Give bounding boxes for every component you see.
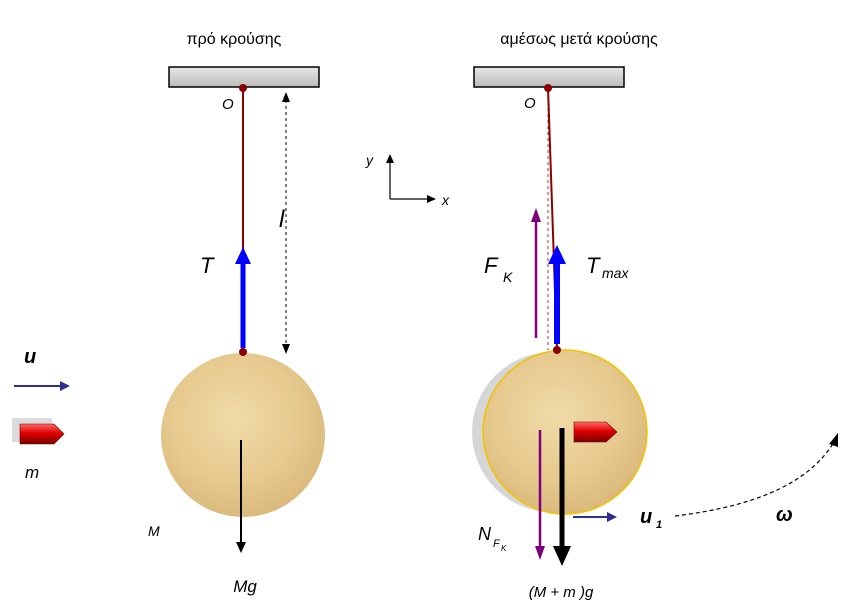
angular-velocity-arrowhead xyxy=(829,433,838,447)
velocity-u1-subscript: 1 xyxy=(656,519,662,531)
attach-point-left xyxy=(239,348,247,356)
tension-max-label: T xyxy=(586,253,601,278)
embedded-bullet-icon xyxy=(573,421,618,443)
tension-label: T xyxy=(200,253,215,278)
force-k-arrowhead xyxy=(531,208,541,222)
length-arrowhead-top xyxy=(282,92,290,102)
title-after: αμέσως μετά κρούσης xyxy=(500,31,658,48)
force-k-subscript: K xyxy=(503,269,513,285)
combined-weight-label: (M + m )g xyxy=(529,584,594,601)
velocity-u-label: u xyxy=(24,346,36,368)
axis-x-label: x xyxy=(441,192,450,208)
length-label: l xyxy=(279,206,285,233)
weight-label: Mg xyxy=(233,577,257,596)
length-arrowhead-bottom xyxy=(282,344,290,354)
mass-m-label: m xyxy=(25,463,39,482)
velocity-u1-label: u xyxy=(640,506,652,528)
force-k-label: F xyxy=(484,253,499,278)
mass-disc-left xyxy=(161,353,325,517)
combined-weight-arrowhead xyxy=(553,546,571,566)
axis-y-label: y xyxy=(365,152,374,168)
normal-subscript: F xyxy=(493,538,501,550)
support-beam-right xyxy=(473,66,625,88)
pivot-label-right: O xyxy=(524,95,536,112)
angular-velocity-arc xyxy=(674,441,835,517)
mass-disc-right xyxy=(482,349,648,515)
bullet-icon xyxy=(12,418,65,445)
pivot-point-left xyxy=(239,84,247,92)
normal-label: N xyxy=(478,524,492,544)
support-beam-left xyxy=(168,66,320,88)
velocity-u-arrowhead xyxy=(60,381,70,391)
weight-arrowhead xyxy=(236,542,246,553)
title-before: πρό κρούσης xyxy=(187,31,282,48)
normal-subsubscript: K xyxy=(501,544,507,553)
mass-M-label: M xyxy=(148,523,160,539)
tension-arrowhead xyxy=(235,247,251,264)
omega-label: ω xyxy=(776,504,793,526)
attach-point-right xyxy=(553,346,561,354)
pivot-label-left: O xyxy=(222,96,234,113)
velocity-u1-arrowhead xyxy=(607,512,617,522)
coordinate-axes xyxy=(386,154,436,203)
tension-max-subscript: max xyxy=(602,265,629,281)
tension-max-arrowhead xyxy=(548,245,566,264)
normal-force-arrowhead xyxy=(535,546,545,560)
